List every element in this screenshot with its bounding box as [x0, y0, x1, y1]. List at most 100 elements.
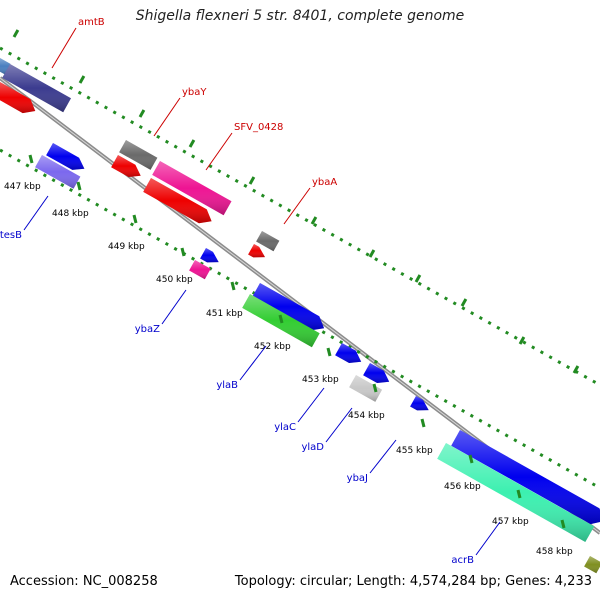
feature-ybaJ-cds — [410, 396, 429, 411]
inner-tick-mark — [278, 314, 284, 324]
feature-ybaJ-cds-shading — [410, 396, 429, 411]
gene-label-ybaY: ybaY — [182, 87, 207, 98]
feature-ylaD-gene-shading — [349, 375, 383, 402]
outer-tick-mark — [248, 176, 256, 185]
feature-acrB-cds — [451, 430, 600, 525]
inner-tick-mark — [132, 214, 138, 224]
feature-tesB-gene — [35, 155, 81, 189]
inner-tick-mark — [230, 281, 236, 291]
gene-label-tesB: tesB — [0, 230, 22, 241]
tick-label: 450 kbp — [156, 275, 193, 285]
gene-label-ylaC: ylaC — [274, 422, 296, 433]
feature-amtB-upstream-shading — [2, 64, 72, 113]
gene-label-ylaB-leader — [239, 345, 267, 381]
feature-tesB-cds — [46, 143, 85, 170]
tick-label: 455 kbp — [396, 446, 433, 456]
feature-ybaZ-cds — [200, 248, 219, 263]
tick-label: 449 kbp — [108, 242, 145, 252]
feature-acrB-gene — [437, 443, 595, 542]
feature-SFV_0428-cds-shading — [143, 178, 212, 224]
map-title: Shigella flexneri 5 str. 8401, complete … — [135, 8, 465, 24]
gene-label-ybaJ-leader — [369, 439, 397, 474]
outer-tick-mark — [368, 249, 376, 258]
feature-ybaZ-gene — [189, 260, 211, 280]
outer-tick-mark — [12, 29, 20, 38]
outer-tick-mark — [188, 139, 196, 148]
feature-ylaD-gene — [349, 375, 383, 402]
gene-label-ylaD-leader — [325, 407, 353, 443]
accession-text: Accession: NC_008258 — [10, 574, 158, 589]
feature-ybaY-gene — [119, 140, 158, 170]
outer-tick-mark — [460, 298, 468, 307]
feature-SFV_0428-cds — [143, 178, 212, 224]
inner-tick-mark — [372, 383, 378, 393]
feature-amtB-left-edge-shading — [0, 58, 11, 75]
outer-tick-mark — [572, 365, 580, 374]
gene-label-amtB: amtB — [78, 17, 105, 28]
gene-label-ybaZ: ybaZ — [135, 324, 160, 335]
inner-tick-mark — [76, 181, 82, 191]
tick-label: 448 kbp — [52, 209, 89, 219]
tick-label: 457 kbp — [492, 517, 529, 527]
inner-tick-mark — [28, 154, 34, 164]
feature-amtB-upstream — [2, 64, 72, 113]
gene-label-ylaB: ylaB — [216, 380, 238, 391]
feature-ybaY-gene-shading — [119, 140, 158, 170]
feature-ylaC-cds — [335, 343, 362, 363]
feature-ybaA-cds — [248, 244, 265, 258]
inner-tick-mark — [560, 519, 566, 529]
feature-SFV_0428-gene-shading — [152, 161, 232, 216]
outer-tick-mark — [78, 75, 86, 84]
feature-ylaD-cds — [363, 363, 390, 383]
tick-label: 458 kbp — [536, 547, 573, 557]
inner-tick-mark — [468, 454, 474, 464]
gene-label-ybaA-leader — [283, 187, 311, 225]
feature-ybaA-gene-shading — [256, 231, 280, 252]
gene-label-tesB-leader — [23, 195, 49, 231]
inner-tick-mark — [516, 489, 522, 499]
gene-label-acrB: acrB — [451, 555, 474, 566]
gene-label-acrB-leader — [475, 521, 501, 556]
feature-ybaZ-cds-shading — [200, 248, 219, 263]
feature-ybaA-cds-shading — [248, 244, 265, 258]
inner-tick-mark — [326, 347, 332, 357]
tick-label: 456 kbp — [444, 482, 481, 492]
feature-ybaY-cds-shading — [111, 155, 141, 177]
gene-label-ybaA: ybaA — [312, 177, 337, 188]
feature-ylaC-cds-shading — [335, 343, 362, 363]
feature-tesB-cds-shading — [46, 143, 85, 170]
tick-label: 447 kbp — [4, 182, 41, 192]
outer-tick-mark — [138, 109, 146, 118]
feature-amtB-shading — [0, 82, 36, 114]
outer-tick-mark — [310, 216, 318, 225]
feature-amtB — [0, 82, 36, 114]
feature-ybaA-gene — [256, 231, 280, 252]
tick-label: 452 kbp — [254, 342, 291, 352]
tick-label: 451 kbp — [206, 309, 243, 319]
feature-ylaB-cds-shading — [252, 283, 325, 331]
feature-acrB-cds-shading — [451, 430, 600, 525]
feature-ylaB-cds — [252, 283, 325, 331]
inner-tick-mark — [180, 247, 186, 257]
gene-label-ybaZ-leader — [161, 289, 187, 325]
gene-label-SFV_0428: SFV_0428 — [234, 122, 283, 133]
feature-acrB-gene-shading — [437, 443, 595, 542]
tick-label: 453 kbp — [302, 375, 339, 385]
feature-tesB-gene-shading — [35, 155, 81, 189]
outer-tick-mark — [518, 336, 526, 345]
tick-label: 454 kbp — [348, 411, 385, 421]
feature-ybaZ-gene-shading — [189, 260, 211, 280]
feature-ybaY-cds — [111, 155, 141, 177]
gene-label-amtB-leader — [51, 27, 77, 69]
gene-label-ybaY-leader — [153, 97, 181, 137]
gene-label-SFV_0428-leader — [205, 132, 233, 171]
gene-label-ybaJ: ybaJ — [347, 473, 368, 484]
outer-tick-mark — [414, 274, 422, 283]
genome-summary-text: Topology: circular; Length: 4,574,284 bp… — [234, 574, 592, 589]
feature-SFV_0428-gene — [152, 161, 232, 216]
gene-label-ylaC-leader — [297, 387, 325, 423]
feature-edge-gene-shading — [584, 556, 600, 574]
feature-amtB-left-edge — [0, 58, 11, 75]
